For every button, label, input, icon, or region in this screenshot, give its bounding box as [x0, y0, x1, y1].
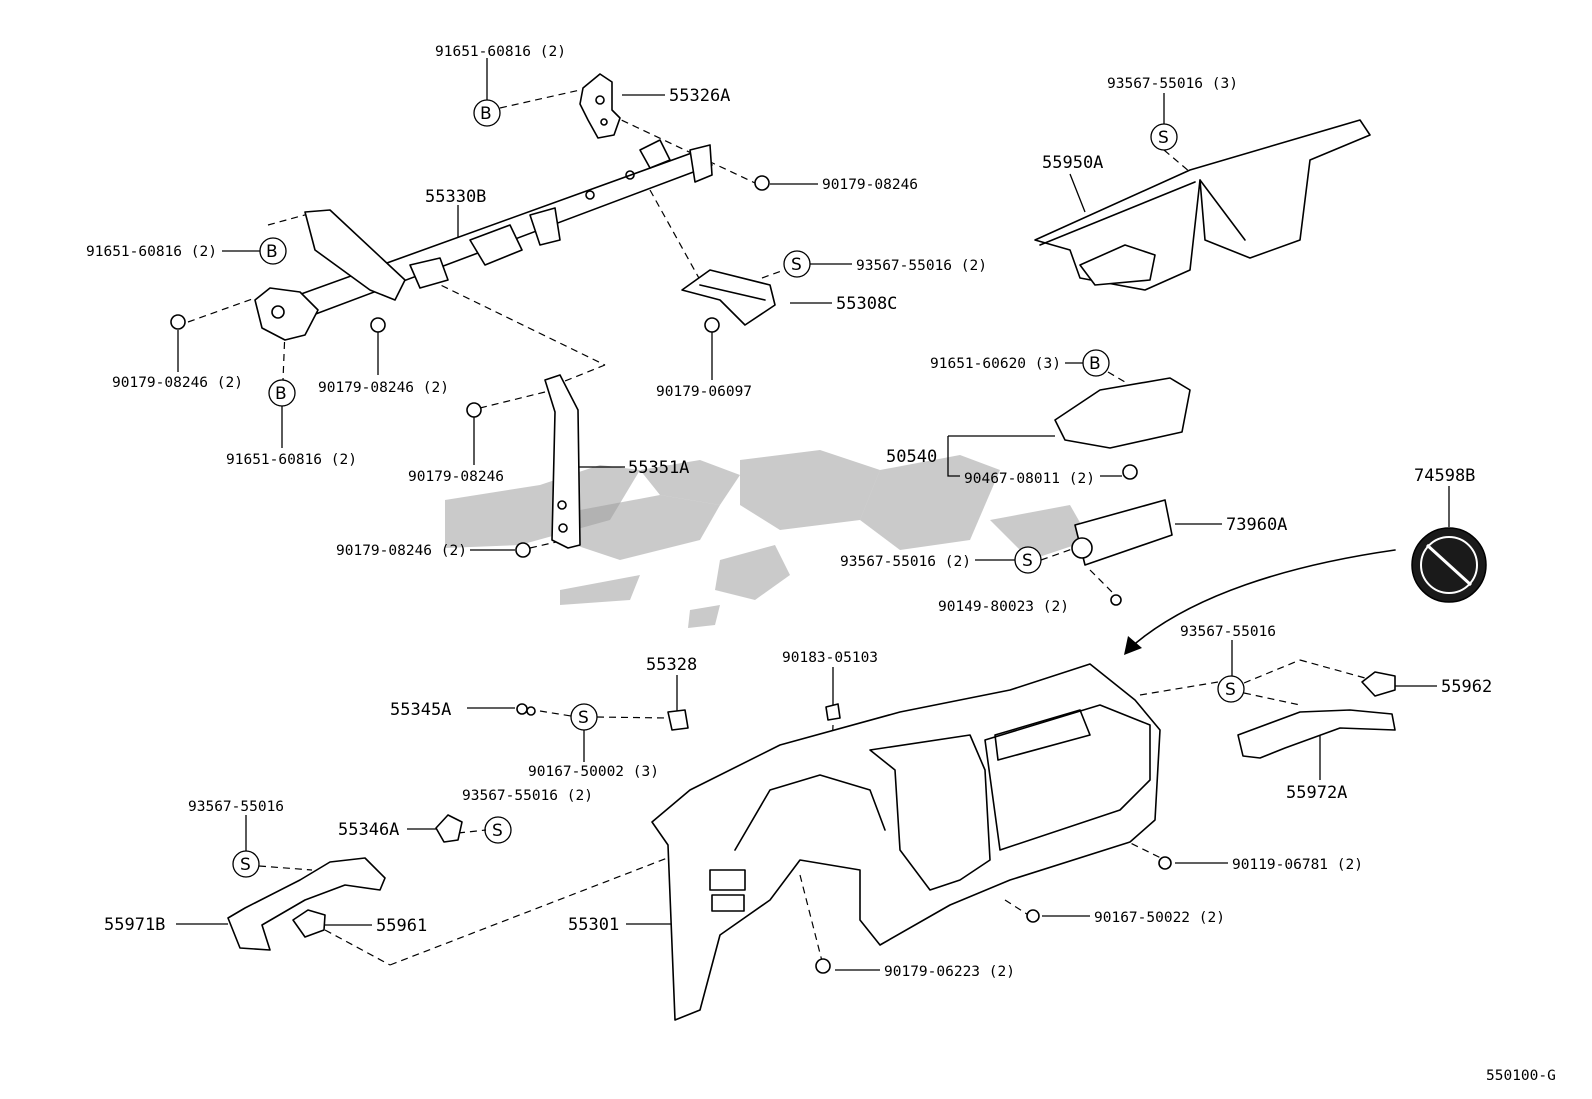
part-50540	[1054, 377, 1191, 480]
label-91651-60816-2-top: 91651-60816 (2)	[435, 44, 566, 60]
label-90179-08246-2-a: 90179-08246 (2)	[112, 375, 243, 391]
part-drawings	[170, 73, 1487, 1021]
part-55345A	[516, 703, 536, 716]
label-55346A: 55346A	[338, 820, 399, 840]
label-90119-06781-2: 90119-06781 (2)	[1232, 857, 1363, 873]
dashed-assembly-lines	[187, 89, 1366, 966]
part-labels: 91651-60816 (2) 55326A 90179-08246 55330…	[86, 44, 1556, 1084]
label-93567-55016-2-bracket: 93567-55016 (2)	[856, 258, 987, 274]
label-93567-55016-2-mid: 93567-55016 (2)	[462, 788, 593, 804]
label-73960A: 73960A	[1226, 515, 1287, 535]
part-55308C	[681, 269, 776, 326]
label-50540: 50540	[886, 447, 937, 467]
label-55326A: 55326A	[669, 86, 730, 106]
label-55328: 55328	[646, 655, 697, 675]
part-55971B	[227, 857, 386, 951]
label-93567-55016-2-airbag: 93567-55016 (2)	[840, 554, 971, 570]
misc-fasteners	[815, 856, 1172, 974]
label-91651-60816-2-left: 91651-60816 (2)	[86, 244, 217, 260]
screw-symbol: S	[791, 255, 802, 275]
screw-symbol: S	[1158, 128, 1169, 148]
screw-symbol: S	[240, 855, 251, 875]
label-90467-08011-2: 90467-08011 (2)	[964, 471, 1095, 487]
label-55971B: 55971B	[104, 915, 165, 935]
part-55961	[292, 909, 326, 938]
part-55330B	[254, 139, 713, 341]
part-90183-05103	[825, 703, 841, 721]
label-55345A: 55345A	[390, 700, 451, 720]
screw-symbol: S	[492, 821, 503, 841]
part-55962	[1361, 671, 1396, 697]
part-55972A	[1237, 709, 1396, 759]
part-55326A	[579, 73, 621, 139]
label-90167-50002-3: 90167-50002 (3)	[528, 764, 659, 780]
label-55330B: 55330B	[425, 187, 486, 207]
label-55301: 55301	[568, 915, 619, 935]
label-90179-06097: 90179-06097	[656, 384, 752, 400]
part-55351A	[544, 374, 581, 549]
label-90149-80023-2: 90149-80023 (2)	[938, 599, 1069, 615]
part-55328	[667, 709, 689, 731]
part-73960A	[1071, 499, 1173, 606]
bolt-symbol: B	[1089, 354, 1101, 374]
label-91651-60620-3: 91651-60620 (3)	[930, 356, 1061, 372]
label-55950A: 55950A	[1042, 153, 1103, 173]
label-91651-60816-2-bottom: 91651-60816 (2)	[226, 452, 357, 468]
part-55346A	[435, 814, 463, 843]
label-55961: 55961	[376, 916, 427, 936]
label-90179-08246-mid: 90179-08246	[408, 469, 504, 485]
screw-symbols: S S S S S S S	[232, 123, 1245, 878]
label-55351A: 55351A	[628, 458, 689, 478]
label-55308C: 55308C	[836, 294, 897, 314]
label-90179-06223-2: 90179-06223 (2)	[884, 964, 1015, 980]
label-93567-55016-right: 93567-55016	[1180, 624, 1276, 640]
watermark-logo	[445, 450, 1090, 628]
nut-fasteners	[170, 175, 770, 558]
label-74598B: 74598B	[1414, 466, 1475, 486]
leader-lines	[176, 58, 1450, 971]
bolt-symbol: B	[266, 242, 278, 262]
label-90179-08246-top: 90179-08246	[822, 177, 918, 193]
bolt-symbol: B	[480, 104, 492, 124]
label-90167-50022-2: 90167-50022 (2)	[1094, 910, 1225, 926]
label-90183-05103: 90183-05103	[782, 650, 878, 666]
screw-symbol: S	[1225, 680, 1236, 700]
bolt-symbol: B	[275, 384, 287, 404]
label-93567-55016-left: 93567-55016	[188, 799, 284, 815]
label-93567-55016-3: 93567-55016 (3)	[1107, 76, 1238, 92]
part-55301	[651, 663, 1161, 1021]
bolt-symbols: B B B B	[259, 99, 1110, 407]
screw-symbol: S	[578, 708, 589, 728]
label-55972A: 55972A	[1286, 783, 1347, 803]
screw-symbol: S	[1022, 551, 1033, 571]
part-55950A	[1034, 119, 1371, 291]
label-55962: 55962	[1441, 677, 1492, 697]
label-90179-08246-2-b: 90179-08246 (2)	[318, 380, 449, 396]
diagram-code: 550100-G	[1486, 1068, 1556, 1084]
install-arrow-icon	[1129, 549, 1396, 649]
airbag-warning-label-icon	[1411, 527, 1487, 603]
label-90179-08246-2-c: 90179-08246 (2)	[336, 543, 467, 559]
